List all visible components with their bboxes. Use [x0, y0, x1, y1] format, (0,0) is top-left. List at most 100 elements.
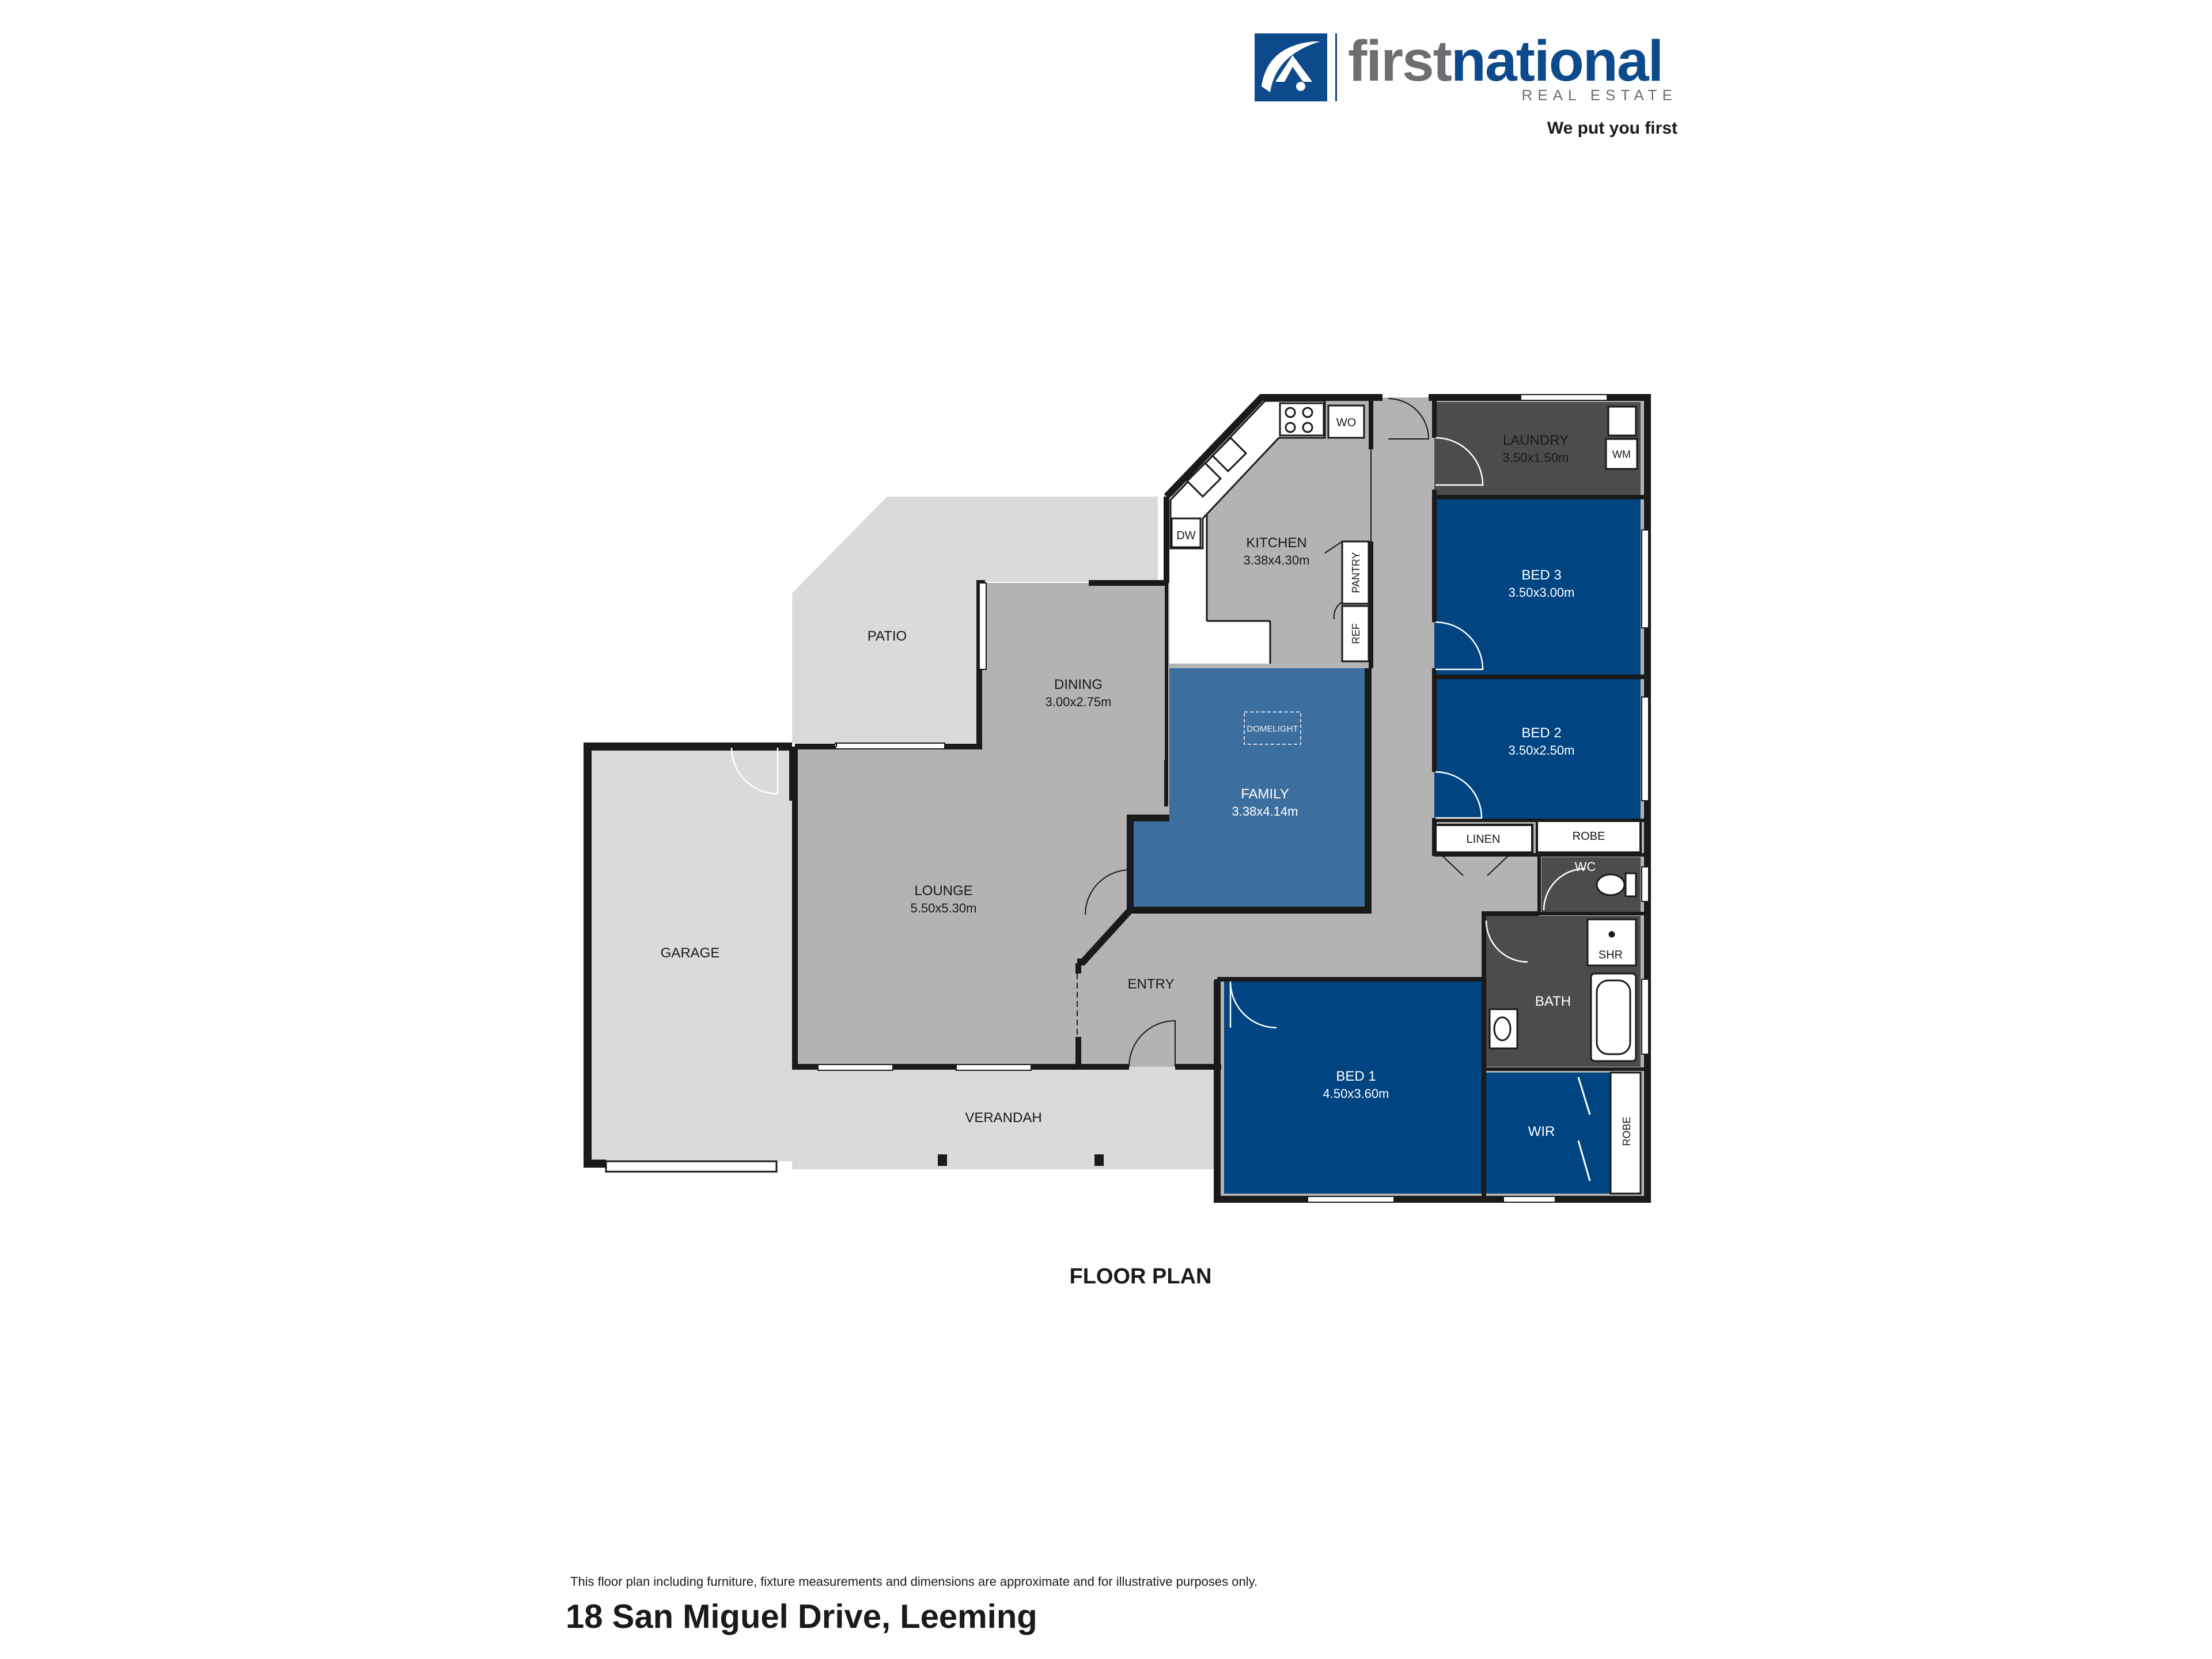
door-swing [1085, 869, 1131, 915]
logo-subtitle: REAL ESTATE [1522, 86, 1677, 104]
verandah-area [792, 1067, 1217, 1169]
logo-emblem-dot [1296, 82, 1305, 91]
room-size-family: 3.38x4.14m [1232, 804, 1298, 819]
door-swing [1333, 601, 1343, 620]
fixture-dw: DW [1176, 529, 1195, 542]
fixture-wo: WO [1336, 416, 1356, 429]
room-name-laundry: LAUNDRY [1503, 433, 1569, 448]
cooktop-burner-icon [1302, 422, 1313, 433]
room-size-bed2: 3.50x2.50m [1509, 743, 1575, 757]
room-name-bed1: BED 1 [1336, 1069, 1376, 1084]
room-size-kitchen: 3.38x4.30m [1244, 553, 1310, 567]
logo-word-national: national [1451, 29, 1662, 93]
door-swing [1128, 1020, 1176, 1067]
door-swing [1229, 981, 1277, 1029]
logo-tagline: We put you first [1547, 119, 1677, 138]
disclaimer-text: This floor plan including furniture, fix… [570, 1574, 1258, 1589]
windows [817, 394, 1649, 1203]
bed3-room [1434, 499, 1641, 675]
bed1-room [1224, 980, 1483, 1194]
wir-robe-door [1577, 1077, 1591, 1115]
window [1503, 1196, 1556, 1203]
fixture-pantry: PANTRY [1350, 552, 1362, 593]
garage-door [605, 1160, 778, 1173]
room-name-kitchen: KITCHEN [1246, 535, 1306, 551]
logo-word: firstnational [1348, 29, 1662, 93]
door-swing [1435, 437, 1484, 486]
logo-emblem-house [1275, 55, 1312, 82]
window [835, 743, 945, 749]
door-swing [1388, 398, 1430, 440]
logo-word-first: first [1348, 29, 1452, 93]
door-swing [1485, 920, 1528, 963]
door-swing [1441, 854, 1510, 876]
fixture-robe-wir: ROBE [1621, 1116, 1633, 1146]
room-size-laundry: 3.50x1.50m [1503, 450, 1569, 465]
logo-emblem-swoosh [1262, 41, 1320, 92]
washing-machine-box [1605, 438, 1638, 470]
robe-cupboard [1536, 819, 1642, 854]
patio-area [792, 497, 1158, 743]
wir-robe [1609, 1071, 1642, 1195]
laundry-tub-icon [1607, 406, 1637, 437]
fixture-ref: REF [1350, 623, 1362, 644]
kitchen-bench [1169, 400, 1326, 550]
room-size-dining: 3.00x2.75m [1046, 695, 1112, 709]
verandah-post [938, 1154, 947, 1166]
cooktop-burner-icon [1285, 422, 1296, 433]
window [1641, 696, 1649, 801]
brand-logo: firstnational REAL ESTATE We put you fir… [1255, 29, 1677, 138]
family-room [1130, 668, 1368, 910]
room-name-bed3: BED 3 [1521, 567, 1561, 583]
window [1641, 866, 1649, 902]
room-name-bath: BATH [1535, 994, 1571, 1009]
kitchen-wall [1164, 394, 1377, 499]
wall-oven-box [1327, 404, 1365, 439]
room-name-patio: PATIO [868, 628, 907, 644]
fixture-robe: ROBE [1573, 830, 1605, 843]
room-name-dining: DINING [1054, 677, 1103, 692]
verandah-post [1094, 1154, 1104, 1166]
kitchen-sink-icon [1211, 436, 1248, 473]
room-size-bed3: 3.50x3.00m [1509, 585, 1575, 600]
room-name-bed2: BED 2 [1521, 725, 1561, 741]
room-labels: PATIO GARAGE LOUNGE 5.50x5.30m DINING 3.… [661, 416, 1633, 1146]
door-swing [1543, 868, 1586, 911]
room-name-wc: WC [1575, 859, 1596, 874]
fixture-shr: SHR [1599, 949, 1623, 961]
window [1641, 529, 1649, 628]
kitchen-fixtures [1169, 400, 1370, 662]
garage-area [588, 747, 792, 1161]
wir-robe-door [1577, 1140, 1591, 1181]
fixture-wm: WM [1612, 449, 1631, 460]
cooktop-burner-icon [1285, 407, 1296, 418]
pantry-box [1341, 540, 1370, 605]
wet-fixtures [1488, 406, 1638, 1062]
door-swing [1435, 771, 1483, 819]
bathtub-inner-icon [1596, 979, 1631, 1055]
room-name-lounge: LOUNGE [914, 883, 972, 899]
fixture-linen: LINEN [1467, 833, 1501, 846]
window [979, 582, 987, 670]
room-size-bed1: 4.50x3.60m [1323, 1086, 1389, 1101]
window [1307, 1196, 1395, 1203]
room-name-wir: WIR [1528, 1124, 1555, 1139]
room-name-garage: GARAGE [661, 945, 720, 961]
room-name-family: FAMILY [1241, 786, 1289, 802]
room-name-verandah: VERANDAH [965, 1110, 1041, 1126]
window [1641, 979, 1649, 1055]
entry-wall [1077, 907, 1133, 965]
floor-plan-title: FLOOR PLAN [1069, 1264, 1212, 1289]
shower-box [1586, 918, 1637, 967]
shower-head-icon [1608, 931, 1615, 938]
window [956, 1064, 1032, 1071]
toilet-cistern-icon [1624, 872, 1637, 897]
window [817, 1064, 893, 1071]
room-size-lounge: 5.50x5.30m [911, 901, 977, 915]
door-swing [730, 747, 779, 795]
window [834, 744, 837, 747]
cooktop-burner-icon [1302, 407, 1313, 418]
toilet-icon [1596, 873, 1626, 896]
vanity-basin-bowl-icon [1493, 1016, 1512, 1041]
